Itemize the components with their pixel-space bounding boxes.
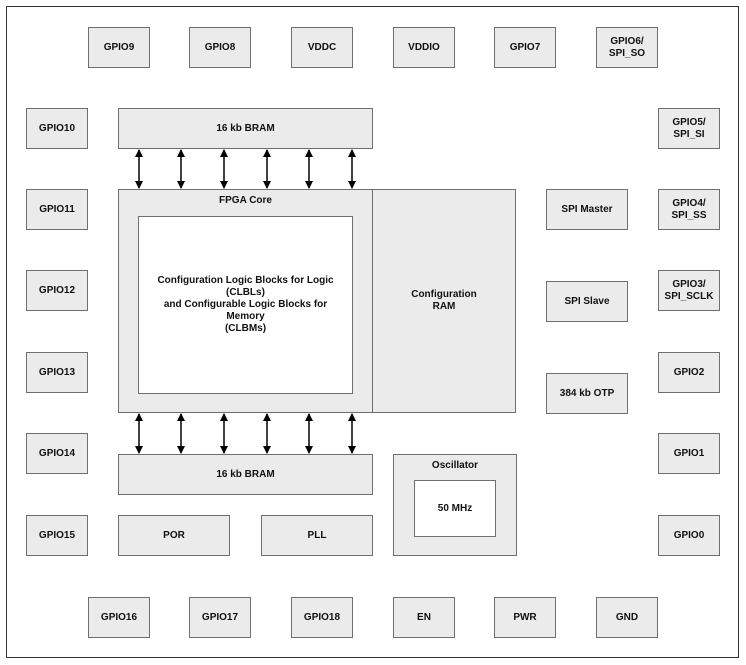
pin-pwr: PWR [494, 597, 556, 638]
pin-gpio10: GPIO10 [26, 108, 88, 149]
pin-gpio9: GPIO9 [88, 27, 150, 68]
pin-vddio: VDDIO [393, 27, 455, 68]
pin-en: EN [393, 597, 455, 638]
configuration-ram: Configuration RAM [372, 189, 516, 413]
pin-gnd: GND [596, 597, 658, 638]
clb-block: Configuration Logic Blocks for Logic (CL… [138, 216, 353, 394]
pin-gpio6-spi-so: GPIO6/ SPI_SO [596, 27, 658, 68]
pin-gpio16: GPIO16 [88, 597, 150, 638]
pin-gpio3-spi-sclk: GPIO3/ SPI_SCLK [658, 270, 720, 311]
pin-gpio2: GPIO2 [658, 352, 720, 393]
pin-gpio18: GPIO18 [291, 597, 353, 638]
spi-slave: SPI Slave [546, 281, 628, 322]
pin-gpio4-spi-ss: GPIO4/ SPI_SS [658, 189, 720, 230]
pin-gpio13: GPIO13 [26, 352, 88, 393]
pin-gpio5-spi-si: GPIO5/ SPI_SI [658, 108, 720, 149]
pin-gpio12: GPIO12 [26, 270, 88, 311]
otp-memory: 384 kb OTP [546, 373, 628, 414]
pin-gpio7: GPIO7 [494, 27, 556, 68]
pll-block: PLL [261, 515, 373, 556]
bram-bottom: 16 kb BRAM [118, 454, 373, 495]
pin-gpio1: GPIO1 [658, 433, 720, 474]
pin-gpio15: GPIO15 [26, 515, 88, 556]
bram-top: 16 kb BRAM [118, 108, 373, 149]
pin-vddc: VDDC [291, 27, 353, 68]
pin-gpio0: GPIO0 [658, 515, 720, 556]
pin-gpio11: GPIO11 [26, 189, 88, 230]
spi-master: SPI Master [546, 189, 628, 230]
pin-gpio17: GPIO17 [189, 597, 251, 638]
pin-gpio8: GPIO8 [189, 27, 251, 68]
por-block: POR [118, 515, 230, 556]
pin-gpio14: GPIO14 [26, 433, 88, 474]
osc-frequency: 50 MHz [414, 480, 496, 537]
